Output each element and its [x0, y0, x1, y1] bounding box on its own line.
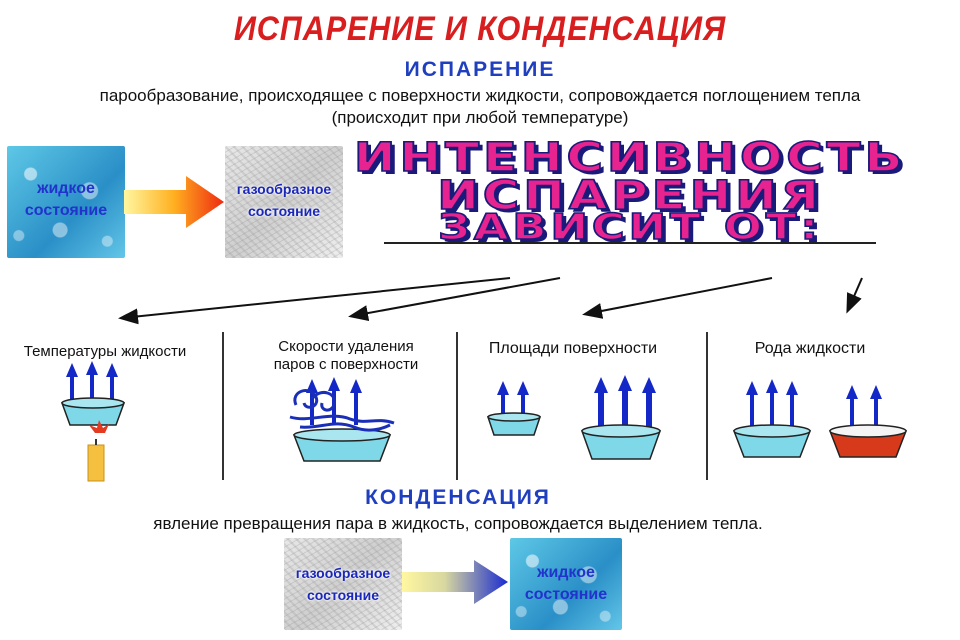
divider-2 — [456, 332, 458, 480]
gaseous-state-label: газообразное состояние — [225, 178, 343, 222]
pointer-arrow-vapor-removal — [348, 277, 561, 321]
evaporation-arrow-icon — [124, 176, 224, 228]
liquid-state-box-bottom: жидкое состояние — [510, 538, 622, 630]
banner-line2: ИСПАРЕНИЯ — [436, 173, 823, 219]
pointer-arrow-temperature — [118, 277, 511, 325]
divider-1 — [222, 332, 224, 480]
factor-temperature-label: Температуры жидкости — [23, 343, 187, 360]
gaseous-state-bottom-line1: газообразное — [295, 565, 391, 581]
page-title: ИСПАРЕНИЕ И КОНДЕНСАЦИЯ — [233, 10, 727, 48]
divider-3 — [706, 332, 708, 480]
factor-illustrations — [60, 361, 908, 482]
condensation-heading: КОНДЕНСАЦИЯ — [365, 486, 551, 509]
liquid-state-bottom-line1: жидкое — [537, 564, 595, 581]
factor-vapor-removal-label: Скорости удаления паров с поверхности — [236, 338, 456, 374]
evaporation-heading: ИСПАРЕНИЕ — [404, 58, 556, 81]
gaseous-state-box: газообразное состояние — [225, 146, 343, 258]
pointer-arrow-liquid-type — [846, 277, 863, 314]
pointer-arrow-area — [582, 277, 773, 319]
liquid-state-label-line1: жидкое — [37, 180, 95, 197]
liquid-state-bottom-line2: состояние — [524, 586, 608, 603]
factor-liquid-type-label: Рода жидкости — [754, 340, 866, 357]
condensation-arrow-icon — [402, 560, 508, 604]
wind-icon — [289, 389, 395, 432]
gaseous-state-box-bottom: газообразное состояние — [284, 538, 402, 630]
gaseous-state-label-line2: состояние — [248, 203, 320, 219]
liquid-state-box: жидкое состояние — [7, 146, 125, 258]
candle-icon — [87, 420, 109, 482]
vapor-removal-illustration — [289, 377, 395, 462]
factor-pointer-arrows — [118, 277, 863, 325]
factor-vapor-removal-line1: Скорости удаления — [278, 338, 414, 355]
evaporation-definition: парообразование, происходящее с поверхно… — [99, 86, 861, 105]
gaseous-state-bottom-line2: состояние — [307, 587, 379, 603]
gaseous-state-bottom-label: газообразное состояние — [284, 562, 402, 606]
liquid-state-bottom-label: жидкое состояние — [510, 562, 622, 606]
banner-line3: ЗАВИСИТ ОТ: — [437, 207, 822, 248]
banner-underline — [384, 242, 876, 244]
temperature-illustration — [60, 361, 126, 482]
liquid-state-label: жидкое состояние — [7, 178, 125, 222]
liquid-type-illustration — [732, 379, 908, 458]
liquid-state-label-line2: состояние — [24, 202, 108, 219]
gaseous-state-label-line1: газообразное — [236, 181, 332, 197]
factor-vapor-removal-line2: паров с поверхности — [273, 356, 419, 373]
evaporation-note: (происходит при любой температуре) — [331, 108, 629, 127]
factor-area-label: Площади поверхности — [488, 340, 658, 357]
condensation-definition: явление превращения пара в жидкость, соп… — [153, 514, 763, 533]
area-illustration — [486, 375, 662, 460]
banner-line1: ИНТЕНСИВНОСТЬ — [353, 135, 907, 181]
